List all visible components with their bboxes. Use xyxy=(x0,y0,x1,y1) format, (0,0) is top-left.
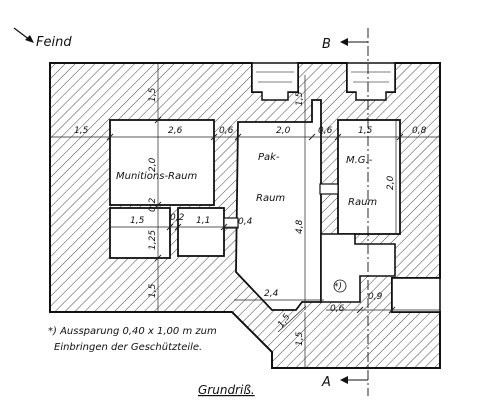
mg-room xyxy=(337,119,401,235)
dimension-lines xyxy=(50,63,440,368)
section-mark-b: B xyxy=(322,37,331,52)
section-arrowhead-bottom xyxy=(340,376,348,384)
section-arrowhead-top xyxy=(340,38,348,46)
dimension-ticks xyxy=(106,116,404,314)
dim-0-9: 0,9 xyxy=(368,292,383,302)
dim-1-5-top-mid: 1,5 xyxy=(295,91,305,106)
dim-1-5-bottom-left: 1,5 xyxy=(148,283,158,298)
footnote-marker-circle xyxy=(333,279,347,293)
munitions-room-label: Munitions-Raum xyxy=(116,171,197,182)
dim-1-1: 1,1 xyxy=(196,216,210,226)
dim-1-25: 1,25 xyxy=(148,230,158,250)
footnote-marker: *) xyxy=(334,282,342,292)
small-room-left xyxy=(109,207,171,259)
mg-room-label-2: Raum xyxy=(348,197,377,208)
section-mark-a: A xyxy=(321,375,331,390)
mg-side-niche xyxy=(319,183,339,195)
dim-1-5-mg: 1,5 xyxy=(358,126,373,136)
dim-2-4: 2,4 xyxy=(264,289,279,299)
footnote-line-1: *) Aussparung 0,40 x 1,00 m zum xyxy=(48,326,217,337)
dim-0-8: 0,8 xyxy=(412,126,427,136)
pak-room-label-2: Raum xyxy=(256,193,285,204)
enemy-label: Feind xyxy=(36,35,72,50)
pak-room xyxy=(235,99,322,311)
dim-0-6-c: 0,6 xyxy=(330,304,345,314)
munitions-room xyxy=(109,119,215,206)
dim-2-6: 2,6 xyxy=(168,126,183,136)
pak-room-label-1: Pak- xyxy=(258,152,280,163)
small-room-right xyxy=(177,207,225,257)
exit-opening xyxy=(391,277,441,313)
dim-0-2-a: 0,2 xyxy=(148,197,158,212)
mg-room-label-1: M.G.- xyxy=(346,155,373,166)
enemy-arrowhead xyxy=(25,35,34,43)
dim-2-0-mg: 2,0 xyxy=(386,175,396,190)
dim-2-0-mun: 2,0 xyxy=(148,157,158,172)
dim-1-5-top-left: 1,5 xyxy=(148,87,158,102)
footnote-line-2: Einbringen der Geschützteile. xyxy=(54,342,202,353)
dim-0-6-a: 0,6 xyxy=(219,126,234,136)
dim-2-0-pak: 2,0 xyxy=(276,126,291,136)
lower-corridor xyxy=(320,233,396,303)
plan-caption: Grundriß. xyxy=(198,383,255,397)
dim-1-5-bottom: 1,5 xyxy=(295,331,305,346)
dim-0-4: 0,4 xyxy=(238,217,253,227)
dim-0-2-b: 0,2 xyxy=(170,213,185,223)
dim-1-5-small: 1,5 xyxy=(130,216,145,226)
dim-1-5-left: 1,5 xyxy=(74,126,89,136)
dim-4-8: 4,8 xyxy=(295,219,305,234)
connector-passage xyxy=(223,217,239,229)
dim-0-6-b: 0,6 xyxy=(318,126,333,136)
